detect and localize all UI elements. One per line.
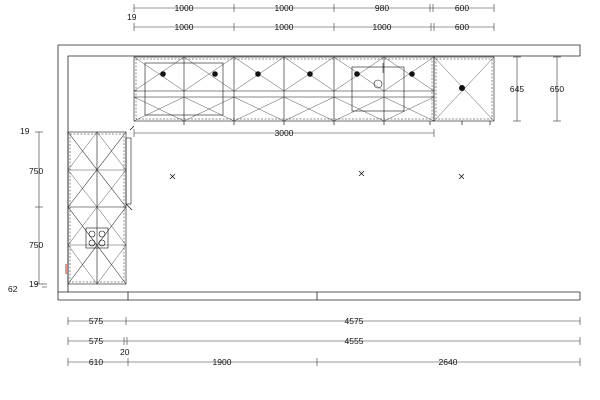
cabinet-knob bbox=[354, 71, 360, 77]
bottom-dim-2-2: 4555 bbox=[345, 336, 364, 346]
room-outline bbox=[57, 44, 581, 301]
left-dim-lower: 750 bbox=[29, 240, 43, 250]
right-height-dimensions: 645 650 bbox=[510, 56, 564, 122]
cooktop-icon bbox=[85, 227, 109, 249]
tall-right-cabinet bbox=[433, 56, 495, 125]
bottom-dim-3-1: 610 bbox=[89, 357, 103, 367]
top-dim-2-4: 600 bbox=[455, 22, 469, 32]
top-offset-label: 19 bbox=[127, 12, 137, 22]
left-dim-upper: 750 bbox=[29, 166, 43, 176]
top-dimension-row-2: 1000 1000 1000 600 bbox=[133, 22, 495, 32]
left-dimensions: 19 750 750 19 62 bbox=[8, 126, 47, 294]
bottom-dim-1-2: 4575 bbox=[345, 316, 364, 326]
bottom-gap-label: 20 bbox=[120, 347, 130, 357]
cabinet-knob bbox=[255, 71, 261, 77]
left-cabinet-column bbox=[65, 125, 135, 285]
bottom-dim-1-1: 575 bbox=[89, 316, 103, 326]
cabinet-knob bbox=[409, 71, 415, 77]
height-dim-2: 650 bbox=[550, 84, 564, 94]
top-dim-1-2: 1000 bbox=[275, 3, 294, 13]
bottom-dimension-row-2: 575 4555 bbox=[67, 336, 581, 346]
bottom-dimension-row-1: 575 4575 bbox=[67, 316, 581, 326]
top-dim-1-4: 600 bbox=[455, 3, 469, 13]
upper-wall-cabinets bbox=[133, 56, 435, 125]
sink-appliance bbox=[351, 66, 405, 112]
left-dim-base: 62 bbox=[8, 284, 18, 294]
top-dim-2-3: 1000 bbox=[373, 22, 392, 32]
oven-appliance bbox=[144, 62, 224, 116]
bottom-dim-3-3: 2640 bbox=[439, 357, 458, 367]
center-marks bbox=[169, 170, 465, 180]
top-dim-2-2: 1000 bbox=[275, 22, 294, 32]
inner-dimension: 3000 bbox=[133, 128, 435, 138]
bottom-dimension-row-3: 610 1900 2640 bbox=[67, 357, 581, 367]
cabinet-knob bbox=[212, 71, 218, 77]
bottom-dim-3-2: 1900 bbox=[213, 357, 232, 367]
cabinet-knob bbox=[459, 85, 465, 91]
height-dim-1: 645 bbox=[510, 84, 524, 94]
top-dim-2-1: 1000 bbox=[175, 22, 194, 32]
top-dim-1-3: 980 bbox=[375, 3, 389, 13]
cabinet-knob bbox=[307, 71, 313, 77]
top-dimension-row-1: 1000 1000 980 600 bbox=[133, 3, 495, 13]
cabinet-knob bbox=[160, 71, 166, 77]
left-dim-top-offset: 19 bbox=[20, 126, 30, 136]
bottom-dim-2-1: 575 bbox=[89, 336, 103, 346]
top-dim-1-1: 1000 bbox=[175, 3, 194, 13]
left-dim-bottom-offset: 19 bbox=[29, 279, 39, 289]
inner-dim-label: 3000 bbox=[275, 128, 294, 138]
